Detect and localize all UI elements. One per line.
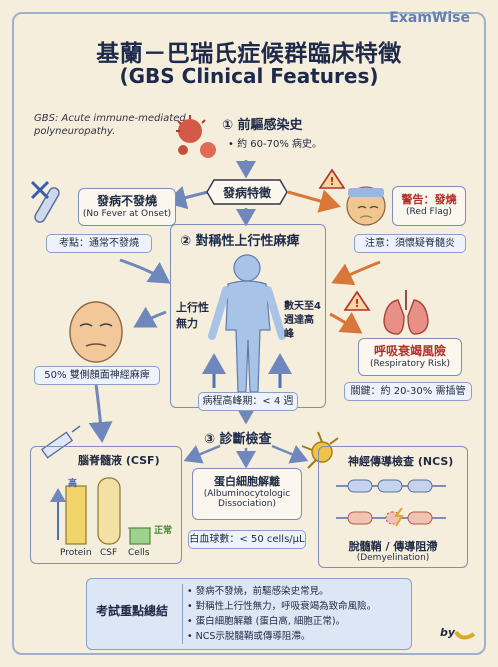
respiratory-risk-box: 呼吸衰竭風險 (Respiratory Risk): [358, 338, 462, 376]
albuminocytologic-en-1: (Albuminocytologic: [203, 489, 291, 499]
ncs-result: 脫髓鞘 / 傳導阻滯: [348, 540, 438, 553]
csf-x-label-protein: Protein: [60, 548, 92, 558]
summary-point: • 蛋白細胞解離 (蛋白高, 細胞正常)。: [187, 616, 346, 627]
csf-normal-label: 正常: [154, 526, 173, 536]
summary-heading: 考試重點總結: [96, 604, 169, 618]
lungs-icon: [383, 290, 429, 335]
thermometer-crossed-icon: [30, 180, 60, 223]
no-fever-en: (No Fever at Onset): [82, 209, 172, 219]
svg-text:!: !: [354, 297, 359, 310]
albuminocytologic-title: 蛋白細胞解離: [214, 475, 280, 488]
csf-x-label-csf: CSF: [100, 548, 118, 558]
summary-point: • 發病不發燒，前驅感染史常見。: [187, 586, 329, 597]
warning-en: (Red Flag): [406, 207, 452, 217]
csf-title: 腦脊髓液 (CSF): [78, 454, 160, 467]
wbc-count-pill: 白血球數：< 50 cells/μL: [188, 530, 306, 549]
step1-title: ① 前驅感染史: [222, 114, 303, 133]
warning-title: 警告：發燒: [401, 193, 457, 206]
onset-label: 發病特徵: [222, 186, 271, 200]
page-frame: [12, 12, 486, 655]
fever-face-icon: [346, 186, 386, 226]
step2-title: ② 對稱性上行性麻痺: [180, 230, 300, 249]
ncs-box: [318, 446, 468, 568]
csf-chart: [50, 477, 152, 545]
nerve-fiber-graphic: [336, 479, 446, 527]
intubation-pill: 關鍵：約 20-30% 需插管: [344, 382, 472, 401]
page-title: 基蘭－巴瑞氏症候群臨床特徵: [96, 41, 402, 67]
warning-triangle-icon: !: [318, 168, 346, 189]
ncs-result-en: (Demyelination): [356, 553, 430, 563]
facial-palsy-face-icon: [69, 301, 123, 363]
ascending-weakness-label: 上行性 無力: [176, 301, 209, 330]
summary-points: • 發病不發燒，前驅感染史常見。 • 對稱性上行性無力，呼吸衰竭為致命風險。 •…: [182, 584, 413, 644]
respiratory-risk-en: (Respiratory Risk): [369, 359, 451, 369]
step1-detail: • 約 60-70% 病史。: [228, 139, 322, 150]
summary-point: • 對稱性上行性無力，呼吸衰竭為致命風險。: [187, 601, 377, 612]
albuminocytologic-en-2: Dissociation): [217, 499, 277, 509]
course-peak-pill: 病程高峰期：< 4 週: [198, 392, 298, 411]
step1-label: 前驅感染史: [237, 118, 303, 133]
brand-logo-text: ExamWise: [389, 10, 470, 26]
page-subtitle: (GBS Clinical Features): [119, 64, 379, 88]
syringe-icon: [40, 425, 81, 459]
neuron-icon: [301, 431, 339, 469]
summary-point: • NCS示脫髓鞘或傳導阻滯。: [187, 631, 311, 642]
respiratory-risk-title: 呼吸衰竭風險: [373, 344, 446, 358]
step3-number: ③: [204, 432, 216, 447]
warning-triangle-icon-2: !: [343, 290, 371, 311]
svg-text:!: !: [329, 175, 334, 188]
signature-text: by: [440, 626, 456, 639]
banana-icon: [454, 630, 476, 640]
summary-box: [86, 578, 412, 650]
peak-timing-label: 數天至4 週達高 峰: [284, 301, 321, 340]
no-fever-pill: 考點：通常不發燒: [46, 234, 152, 253]
warning-box: 警告：發燒 (Red Flag): [392, 186, 466, 226]
facial-palsy-pill: 50% 雙側顏面神經麻痺: [34, 366, 160, 385]
no-fever-title: 發病不發燒: [96, 194, 157, 208]
warning-pill: 注意：須懷疑脊髓炎: [354, 234, 466, 253]
virus-icon: [176, 115, 216, 158]
step2-number: ②: [180, 234, 192, 249]
onset-badge: 發病特徵: [206, 178, 288, 206]
human-body-figure: [202, 254, 292, 393]
ncs-title: 神經傳導檢查 (NCS): [348, 455, 454, 468]
albuminocytologic-box: 蛋白細胞解離 (Albuminocytologic Dissociation): [192, 468, 302, 520]
csf-x-label-cells: Cells: [128, 548, 150, 558]
step3-label: 診斷檢查: [219, 432, 272, 447]
csf-box: [30, 446, 182, 564]
csf-high-label: 高: [68, 479, 78, 489]
definition-note: GBS: Acute immune-mediated polyneuropath…: [34, 113, 186, 137]
step3-title: ③ 診斷檢查: [204, 428, 272, 447]
step1-number: ①: [222, 118, 234, 133]
no-fever-box: 發病不發燒 (No Fever at Onset): [78, 188, 176, 226]
step2-label: 對稱性上行性麻痺: [195, 234, 300, 249]
